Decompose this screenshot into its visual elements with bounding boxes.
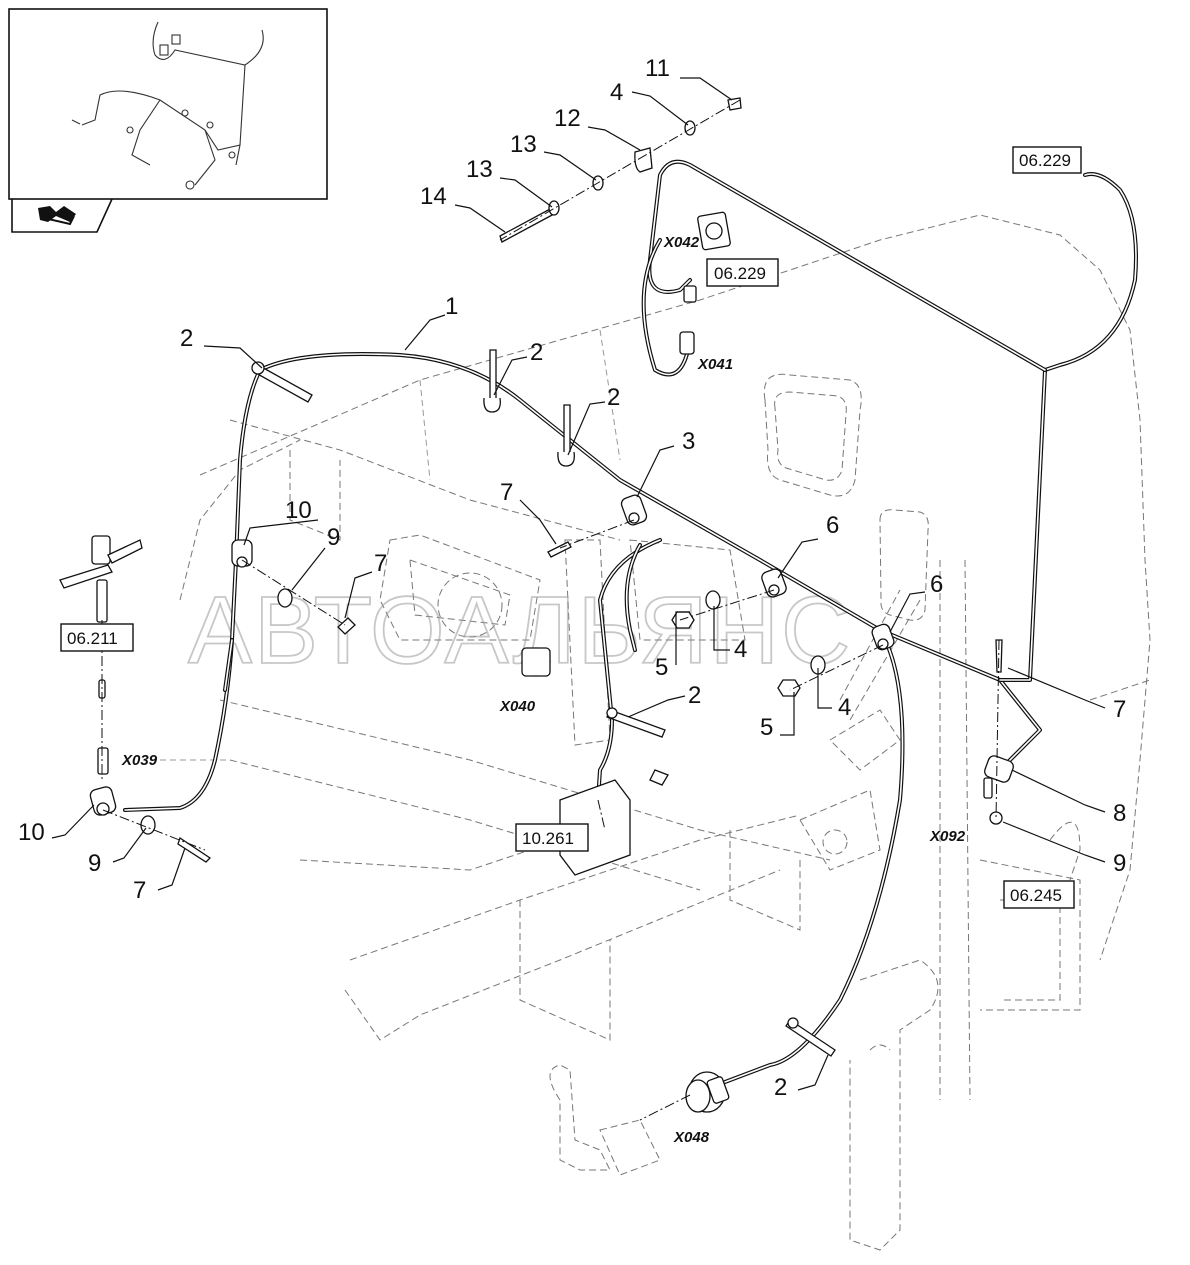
callout-9: 9 bbox=[88, 850, 101, 877]
callout-6: 6 bbox=[826, 512, 839, 539]
connector-x040-socket bbox=[521, 647, 551, 677]
connector-label-x040: X040 bbox=[499, 698, 536, 715]
callout-13: 13 bbox=[466, 156, 493, 183]
callout-4: 4 bbox=[734, 636, 747, 663]
connector-x041-plug bbox=[679, 285, 697, 355]
connector-labels: X039 X040 X041 X042 X048 X092 bbox=[121, 234, 966, 1146]
callout-11: 11 bbox=[645, 55, 670, 82]
callout-8: 8 bbox=[1113, 800, 1126, 827]
watermark-text: АВТОАЛЬЯНС bbox=[188, 577, 852, 684]
clamp bbox=[620, 494, 648, 526]
callout-leaders bbox=[51, 77, 1106, 1091]
reference-boxes: 06.229 06.229 06.211 10.261 06.245 bbox=[60, 146, 1082, 909]
callout-2: 2 bbox=[180, 325, 193, 352]
callout-1: 1 bbox=[445, 293, 458, 320]
inset-harness-sketch bbox=[71, 21, 264, 190]
cable-tie bbox=[557, 404, 575, 467]
callout-10: 10 bbox=[285, 497, 312, 524]
callout-7: 7 bbox=[374, 550, 387, 577]
clamp bbox=[89, 786, 117, 816]
callout-12: 12 bbox=[554, 105, 581, 132]
connector-label-x039: X039 bbox=[121, 752, 158, 769]
callout-4: 4 bbox=[838, 694, 851, 721]
callout-3: 3 bbox=[682, 428, 695, 455]
next-page-arrow-icon[interactable] bbox=[38, 206, 76, 226]
connector-x042-socket bbox=[697, 211, 731, 251]
ref-label: 10.261 bbox=[522, 829, 574, 848]
connector-x039-plug bbox=[97, 747, 109, 775]
callout-2: 2 bbox=[774, 1074, 787, 1101]
ref-label: 06.211 bbox=[67, 629, 118, 648]
ref-box-06229[interactable]: 06.229 bbox=[1012, 146, 1082, 174]
callout-7: 7 bbox=[500, 479, 513, 506]
ref-box-06245[interactable]: 06.245 bbox=[1003, 880, 1075, 909]
sensor-06211 bbox=[59, 535, 143, 699]
inset-overview bbox=[8, 8, 328, 233]
callout-4: 4 bbox=[610, 79, 623, 106]
ref-box-10261[interactable]: 10.261 bbox=[515, 823, 589, 852]
connector-label-x048: X048 bbox=[673, 1129, 710, 1146]
callout-13: 13 bbox=[510, 131, 537, 158]
ref-label: 06.229 bbox=[1019, 151, 1071, 170]
ref-label: 06.229 bbox=[714, 264, 766, 283]
cable-tie bbox=[251, 361, 313, 403]
callout-2: 2 bbox=[688, 682, 701, 709]
callout-7: 7 bbox=[1113, 696, 1126, 723]
callout-2: 2 bbox=[530, 339, 543, 366]
connector-label-x092: X092 bbox=[929, 828, 966, 845]
connector-x092-plug bbox=[983, 777, 993, 799]
clamp bbox=[231, 539, 253, 568]
connector-label-x042: X042 bbox=[663, 234, 700, 251]
callout-7: 7 bbox=[133, 877, 146, 904]
callout-5: 5 bbox=[655, 654, 668, 681]
callout-9: 9 bbox=[1113, 850, 1126, 877]
ref-box-06229[interactable]: 06.229 bbox=[706, 258, 779, 287]
connector-x048-plug bbox=[685, 1071, 730, 1113]
callout-6: 6 bbox=[930, 571, 943, 598]
cable-tie bbox=[483, 349, 501, 413]
callout-10: 10 bbox=[18, 819, 45, 846]
callout-labels: 1 2 2 2 2 2 3 4 4 4 5 5 6 6 7 7 7 7 8 9 … bbox=[18, 55, 1126, 1101]
harness-cables bbox=[123, 159, 1138, 1084]
clamp bbox=[984, 755, 1014, 825]
callout-9: 9 bbox=[327, 524, 340, 551]
callout-5: 5 bbox=[760, 714, 773, 741]
connector-label-x041: X041 bbox=[697, 356, 733, 373]
cable-tie bbox=[606, 707, 666, 738]
ref-box-06211[interactable]: 06.211 bbox=[60, 623, 134, 652]
ref-label: 06.245 bbox=[1010, 886, 1062, 905]
cable-tie bbox=[785, 1017, 836, 1057]
callout-2: 2 bbox=[607, 384, 620, 411]
relay-10261 bbox=[559, 769, 669, 876]
callout-14: 14 bbox=[420, 183, 447, 210]
